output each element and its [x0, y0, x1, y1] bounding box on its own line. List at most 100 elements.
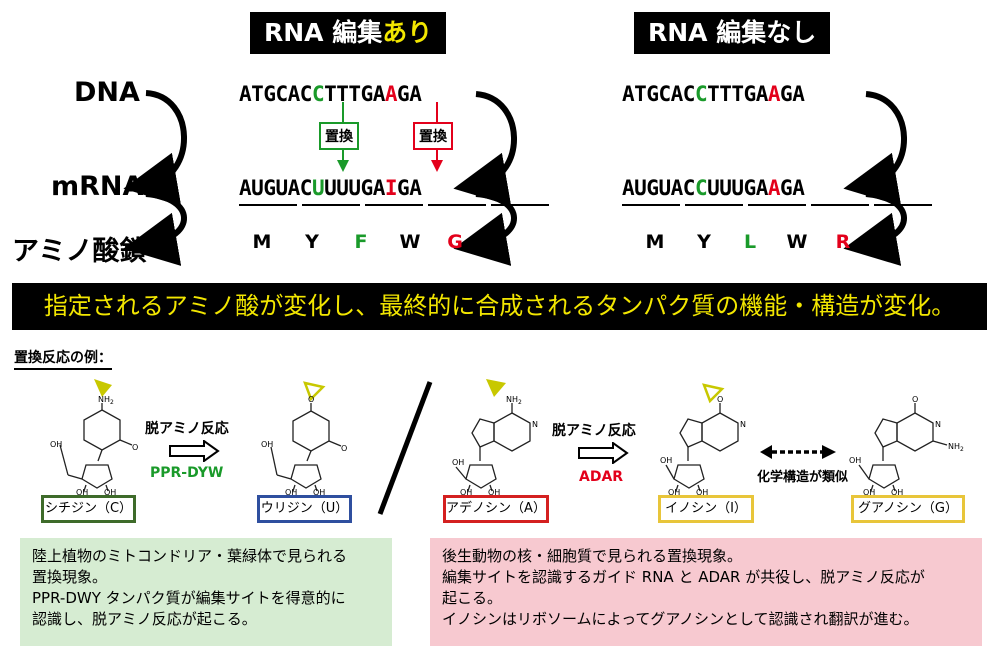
nt: A [792, 176, 805, 200]
svg-text:OH: OH [849, 456, 861, 465]
uridine-structure: O O OH OH OH [261, 381, 347, 495]
nt: A [670, 82, 684, 106]
codon-underline [302, 204, 360, 206]
nt: G [397, 82, 410, 106]
nt: C [299, 176, 313, 200]
nt-edited-green: U [311, 176, 325, 200]
nt: U [275, 176, 288, 200]
examples-title: 置換反応の例： [14, 347, 112, 370]
title-without-editing: RNA 編集なし [634, 12, 831, 54]
unedited-amino-3: L [743, 231, 757, 253]
enzyme-adar: ADAR [579, 469, 624, 485]
arrow-unedited-mrna-to-amino [843, 191, 907, 266]
nt: A [372, 82, 386, 106]
nt: A [409, 176, 422, 200]
summary-banner: 指定されるアミノ酸が変化し、最終的に合成されるタンパク質の機能・構造が変化。 [12, 283, 987, 330]
nt: A [622, 176, 635, 200]
svg-text:OH: OH [452, 458, 464, 467]
svg-text:N: N [935, 420, 941, 429]
reaction-label-1: 脱アミノ反応 [145, 421, 229, 437]
svg-text:O: O [308, 395, 314, 404]
cytidine-label: シチジン（C） [41, 495, 136, 523]
svg-text:OH: OH [313, 488, 325, 495]
nt: T [719, 82, 732, 106]
svg-text:O: O [341, 444, 347, 453]
nt: G [263, 176, 276, 200]
nt: U [707, 176, 720, 200]
nt: C [682, 82, 696, 106]
codon-underline [811, 204, 869, 206]
arrow-edited-mrna-to-amino [453, 191, 517, 266]
nt: T [731, 82, 744, 106]
svg-text:OH: OH [460, 488, 472, 495]
unedited-dna-sequence: ATGCACCTTTGAAGA [622, 82, 805, 106]
svg-text:O: O [912, 395, 918, 404]
nt: G [397, 176, 410, 200]
nt: U [348, 176, 361, 200]
nt: G [646, 176, 659, 200]
nt: A [670, 176, 684, 200]
codon-underline [685, 204, 743, 206]
reaction-label-2: 脱アミノ反応 [552, 423, 636, 439]
arrow-edited-dna-to-mrna [453, 91, 517, 206]
info-line: 起こる。 [442, 589, 503, 607]
info-line: 認識し、脱アミノ反応が起こる。 [32, 610, 257, 628]
nt: T [707, 82, 720, 106]
title-with-editing-suffix: あり [382, 18, 433, 47]
unedited-amino-2: Y [697, 231, 711, 253]
svg-text:N: N [740, 420, 746, 429]
guanosine-structure: O N NH2 OH OH OH [849, 395, 964, 495]
edited-dna-sequence: ATGCACCTTTGAAGA [239, 82, 422, 106]
codon-underline [748, 204, 806, 206]
nt-edited-red: I [384, 176, 398, 200]
codon-underline [622, 204, 680, 206]
nt: U [658, 176, 671, 200]
info-box-animals: 後生動物の核・細胞質で見られる置換現象。 編集サイトを認識するガイド RNA と… [430, 538, 982, 646]
svg-text:OH: OH [285, 488, 297, 495]
svg-text:NH2: NH2 [948, 442, 964, 453]
edited-amino-1: M [252, 231, 272, 253]
inosine-label: イノシン（I） [658, 495, 754, 523]
nt: A [287, 176, 301, 200]
nt: T [348, 82, 361, 106]
section-divider [377, 381, 433, 515]
svg-text:NH2: NH2 [98, 395, 114, 406]
nt: G [780, 176, 793, 200]
pointer-triangle-outline [702, 383, 725, 404]
title-with-editing-prefix: RNA 編集 [264, 18, 383, 47]
cytidine-structure: NH2 O OH OH OH [50, 379, 138, 495]
adenosine-label: アデノシン（A） [443, 495, 549, 523]
svg-text:OH: OH [863, 488, 875, 495]
similar-structure-label: 化学構造が類似 [757, 470, 849, 485]
nt-highlight-red: A [767, 82, 781, 106]
info-line: 置換現象。 [32, 568, 108, 586]
reaction-arrow-1 [169, 440, 220, 462]
svg-text:OH: OH [668, 488, 680, 495]
unedited-amino-4: W [786, 231, 808, 253]
nt-highlight-green: C [694, 176, 708, 200]
replace-arrowhead-red [431, 160, 443, 172]
nt: G [743, 176, 757, 200]
title-with-editing: RNA 編集あり [250, 12, 447, 54]
codon-underline [491, 204, 549, 206]
nt: A [239, 176, 252, 200]
nt: T [634, 82, 647, 106]
svg-text:O: O [132, 443, 138, 452]
svg-text:OH: OH [488, 488, 500, 495]
arrow-mrna-to-amino [123, 191, 187, 266]
nt: C [299, 82, 313, 106]
nt-edited-red: A [384, 82, 398, 106]
nt: G [743, 82, 757, 106]
unedited-amino-5: R [835, 231, 851, 253]
arrow-dna-to-mrna [123, 90, 187, 206]
svg-text:NH2: NH2 [506, 395, 522, 406]
svg-text:OH: OH [261, 440, 273, 449]
nt: C [658, 82, 671, 106]
nt: A [755, 82, 769, 106]
info-line: イノシンはリボソームによってグアノシンとして認識され翻訳が進む。 [442, 610, 919, 628]
edited-amino-3: F [354, 231, 368, 253]
nt: C [682, 176, 696, 200]
info-line: 編集サイトを認識するガイド RNA と ADAR が共役し、脱アミノ反応が [442, 568, 925, 586]
nt: U [719, 176, 732, 200]
enzyme-ppr-dyw: PPR-DYW [150, 465, 224, 481]
